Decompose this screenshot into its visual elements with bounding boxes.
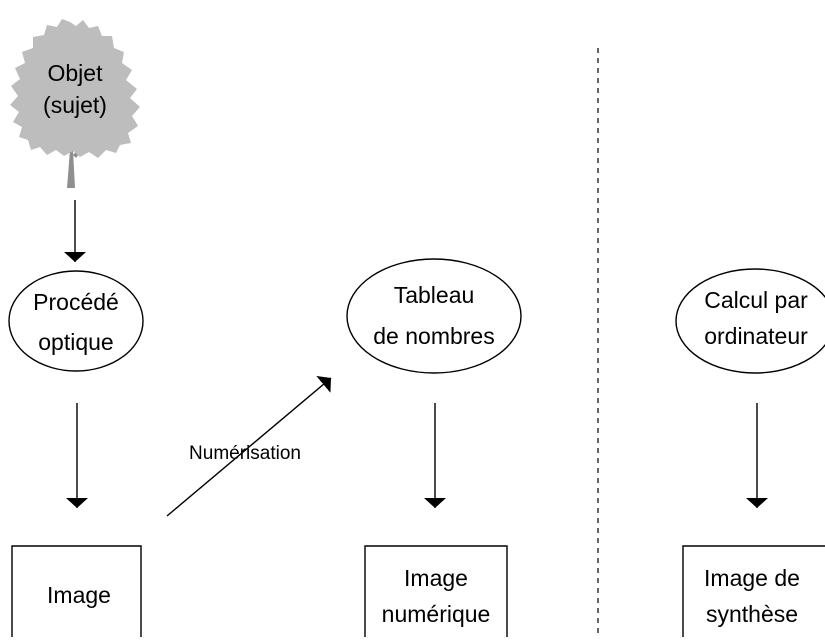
node-calcul-line2: ordinateur <box>704 323 808 349</box>
node-image-synthese-line1: Image de <box>704 565 800 591</box>
node-objet-line2: (sujet) <box>43 92 107 118</box>
node-procede-line2: optique <box>38 329 113 355</box>
node-image-synthese-box <box>682 545 825 637</box>
node-calcul-par-ordinateur: Calcul par ordinateur <box>675 268 825 374</box>
node-tableau-de-nombres: Tableau de nombres <box>346 258 522 374</box>
node-image-synthese-line2: synthèse <box>706 601 798 627</box>
node-image-numerique: Image numérique <box>364 545 508 637</box>
node-image-box <box>11 545 142 637</box>
edge-numerisation-label: Numérisation <box>189 443 301 464</box>
node-calcul-line1: Calcul par <box>704 287 808 313</box>
arrow-numerisation <box>166 376 332 517</box>
node-image: Image <box>11 545 142 637</box>
node-tableau-ellipse <box>346 258 522 374</box>
node-procede-ellipse <box>8 270 144 372</box>
node-image-numerique-box <box>364 545 508 637</box>
tree-icon: Objet (sujet) <box>10 19 140 188</box>
node-image-de-synthese: Image de synthèse <box>682 545 825 637</box>
node-image-numerique-line2: numérique <box>382 601 491 627</box>
node-objet-line1: Objet <box>48 60 104 86</box>
node-image-label: Image <box>47 582 111 608</box>
node-calcul-ellipse <box>675 268 825 374</box>
node-tableau-line2: de nombres <box>373 323 494 349</box>
node-procede-optique: Procédé optique <box>8 270 144 372</box>
node-image-numerique-line1: Image <box>404 565 468 591</box>
node-procede-line1: Procédé <box>33 289 119 315</box>
node-tableau-line1: Tableau <box>394 282 475 308</box>
